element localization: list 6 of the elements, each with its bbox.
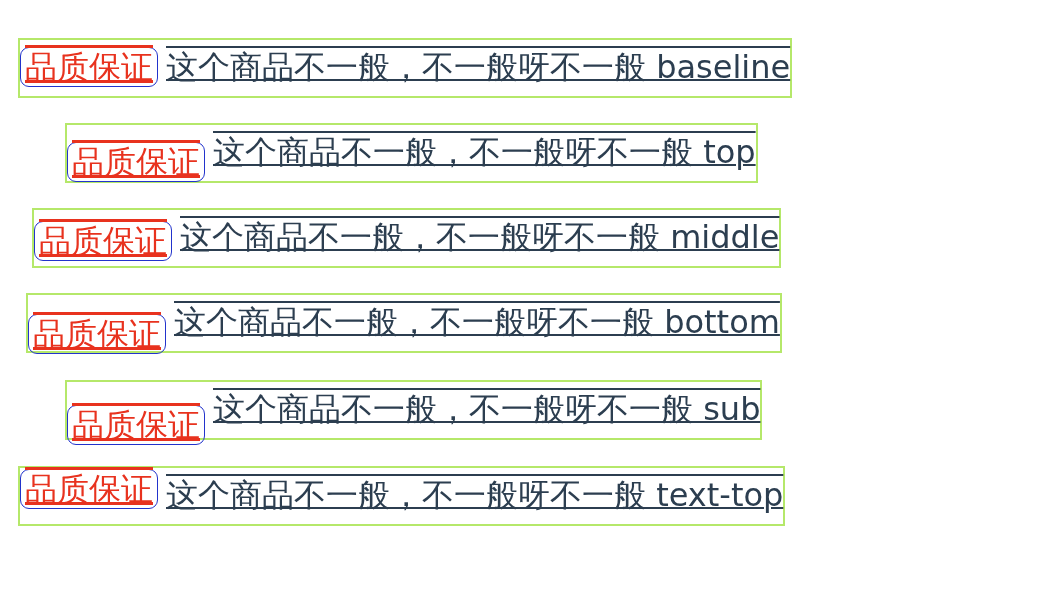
sample-text: 这个商品不一般，不一般呀不一般 baseline xyxy=(166,48,791,86)
sample-text: 这个商品不一般，不一般呀不一般 top xyxy=(213,133,756,171)
sample-text: 这个商品不一般，不一般呀不一般 middle xyxy=(180,218,780,256)
sample-text: 这个商品不一般，不一般呀不一般 sub xyxy=(213,390,761,428)
sample-text: 这个商品不一般，不一般呀不一般 bottom xyxy=(174,303,780,341)
sample-text: 这个商品不一般，不一般呀不一般 text-top xyxy=(166,476,784,514)
